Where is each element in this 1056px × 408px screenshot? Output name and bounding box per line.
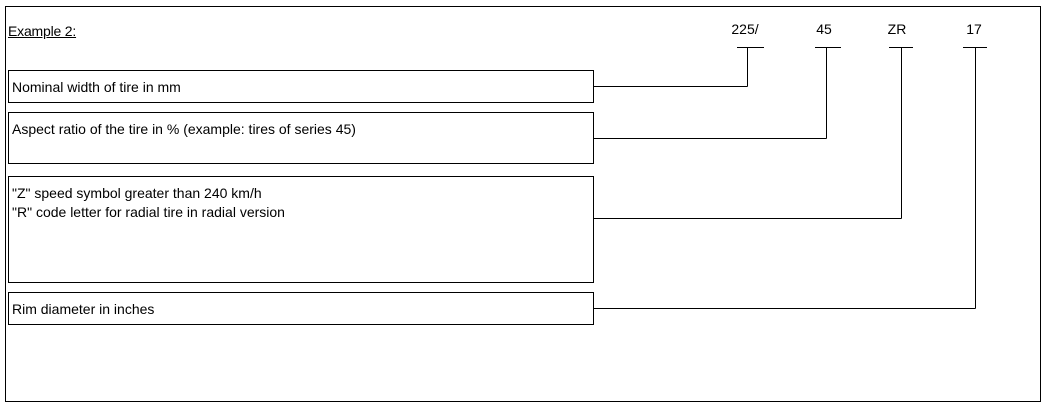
code-speed-radial: ZR bbox=[887, 21, 907, 37]
code-width: 225/ bbox=[731, 21, 759, 37]
box-aspect-ratio: Aspect ratio of the tire in % (example: … bbox=[8, 112, 594, 164]
example-title: Example 2: bbox=[8, 23, 77, 39]
diagram-frame bbox=[5, 6, 1041, 402]
box-text: Aspect ratio of the tire in % (example: … bbox=[12, 121, 356, 137]
box-speed-radial: "Z" speed symbol greater than 240 km/h "… bbox=[8, 176, 594, 283]
code-aspect-ratio: 45 bbox=[816, 21, 832, 37]
box-text: Rim diameter in inches bbox=[12, 301, 155, 317]
code-rim-diameter: 17 bbox=[966, 21, 982, 37]
box-rim-diameter: Rim diameter in inches bbox=[8, 292, 594, 325]
box-nominal-width: Nominal width of tire in mm bbox=[8, 70, 594, 103]
box-text: "R" code letter for radial tire in radia… bbox=[12, 204, 285, 220]
box-text: "Z" speed symbol greater than 240 km/h bbox=[12, 185, 262, 201]
box-text: Nominal width of tire in mm bbox=[12, 79, 181, 95]
